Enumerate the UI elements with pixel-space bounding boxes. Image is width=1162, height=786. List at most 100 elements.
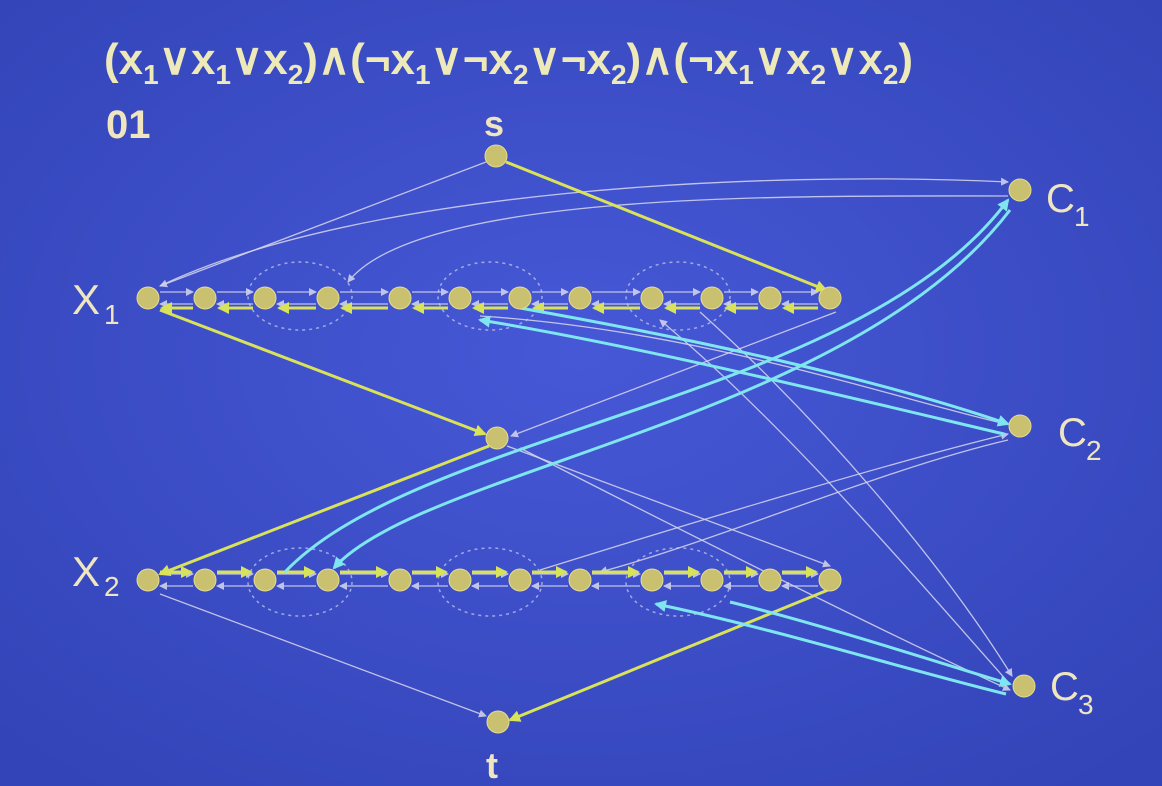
clause-node-c3 [1012, 674, 1036, 698]
x2-to-c3-detour [729, 600, 1012, 687]
sink-node [486, 710, 510, 734]
x2-to-c2-edge [539, 431, 1009, 571]
x1-row-node [758, 286, 782, 310]
and-symbol: ∧ [318, 35, 350, 84]
literal-var: x [391, 35, 416, 84]
clause-label-sub: 3 [1078, 689, 1094, 720]
s-to-x1-right [505, 160, 828, 292]
not-symbol: ¬ [463, 35, 489, 84]
clause-label-sub: 1 [1074, 201, 1090, 232]
literal-subscript: 2 [513, 59, 529, 90]
x1-to-c3-edge [699, 311, 1013, 677]
c2-to-x1-return [478, 315, 1005, 436]
gadget-ellipse [437, 547, 543, 617]
x2-row-node [316, 568, 340, 592]
var-label-sub: 2 [104, 571, 120, 602]
paren: ( [673, 35, 688, 84]
x2-row-node [193, 568, 217, 592]
x2-row-node [448, 568, 472, 592]
gadget-ellipse [625, 261, 731, 331]
var-label-x2: X 2 [72, 548, 120, 602]
x2-row-node [388, 568, 412, 592]
gadget-ellipse [247, 547, 353, 617]
literal-var: x [786, 35, 811, 84]
x1-row-node [640, 286, 664, 310]
x1-to-c2-detour [519, 306, 1010, 427]
x1-to-c2-edge [479, 315, 1007, 427]
literal-subscript: 2 [811, 59, 827, 90]
x2-left-to-t [159, 593, 487, 718]
clause-node-c1 [1008, 178, 1032, 202]
paren: ) [898, 35, 913, 84]
x2-row-node [253, 568, 277, 592]
mid-to-x2-left [158, 444, 490, 576]
clause-label-c3: C 3 [1050, 665, 1094, 720]
graph-nodes [136, 144, 1036, 734]
clause-label-c2: C 2 [1058, 411, 1102, 466]
c3-to-x1-edge [659, 319, 1009, 683]
not-symbol: ¬ [365, 35, 391, 84]
literal-var: x [263, 35, 288, 84]
x2-row-node [640, 568, 664, 592]
x1-row-node [316, 286, 340, 310]
x2-row-node [758, 568, 782, 592]
var-label-base: X [72, 548, 100, 595]
var-label-x1: X 1 [72, 276, 120, 330]
mid-to-x2-right [506, 445, 831, 568]
literal-var: x [191, 35, 216, 84]
or-symbol: ∨ [754, 35, 786, 84]
x1-left-to-mid [159, 308, 487, 437]
x1-row-node [193, 286, 217, 310]
literal-var: x [119, 35, 144, 84]
mid-to-c3-edge [519, 447, 1011, 691]
c3-to-x2-return [654, 600, 1007, 696]
clause-label-base: C [1058, 411, 1087, 455]
x2-to-c1-detour [283, 198, 1010, 574]
middle-node [485, 426, 509, 450]
x1-row-node [700, 286, 724, 310]
x1-row-node [253, 286, 277, 310]
x1-to-c1-edge [159, 177, 1009, 287]
thin-edges [159, 161, 1013, 718]
x1-row-node [448, 286, 472, 310]
x1-row-node [568, 286, 592, 310]
sink-label: t [486, 745, 498, 786]
x2-right-to-t [508, 588, 829, 722]
c1-to-x2-return [332, 209, 1012, 570]
x2-row-node [568, 568, 592, 592]
x1-row-node [136, 286, 160, 310]
paren: ( [350, 35, 365, 84]
x1-row-node [818, 286, 842, 310]
x2-row-node [700, 568, 724, 592]
gadget-ellipse [247, 261, 353, 331]
literal-subscript: 1 [143, 59, 159, 90]
literal-subscript: 1 [215, 59, 231, 90]
or-symbol: ∨ [159, 35, 191, 84]
assignment-label: 01 [106, 103, 151, 147]
and-symbol: ∧ [641, 35, 673, 84]
clause-node-c2 [1008, 414, 1032, 438]
literal-var: x [586, 35, 611, 84]
x1-row-node [508, 286, 532, 310]
formula-text: (x1​∨x1​∨x2​)∧(¬x1​∨¬x2​∨¬x2​)∧(¬x1​∨x2​… [104, 35, 913, 90]
source-node [484, 144, 508, 168]
gadget-ellipse [437, 261, 543, 331]
clause-label-base: C [1050, 665, 1079, 709]
x2-row-node [136, 568, 160, 592]
literal-var: x [489, 35, 514, 84]
literal-subscript: 1 [738, 59, 754, 90]
not-symbol: ¬ [561, 35, 587, 84]
cnf-formula: (x1​∨x1​∨x2​)∧(¬x1​∨¬x2​∨¬x2​)∧(¬x1​∨x2​… [104, 35, 913, 90]
literal-subscript: 2 [288, 59, 304, 90]
clause-label-base: C [1046, 177, 1075, 221]
literal-subscript: 2 [883, 59, 899, 90]
paren: ) [303, 35, 318, 84]
s-to-x1-left [159, 161, 487, 288]
source-label: s [484, 103, 504, 144]
x2-row-node [508, 568, 532, 592]
x1-right-to-mid [510, 311, 837, 438]
c2-to-x2-edge [599, 439, 1009, 575]
